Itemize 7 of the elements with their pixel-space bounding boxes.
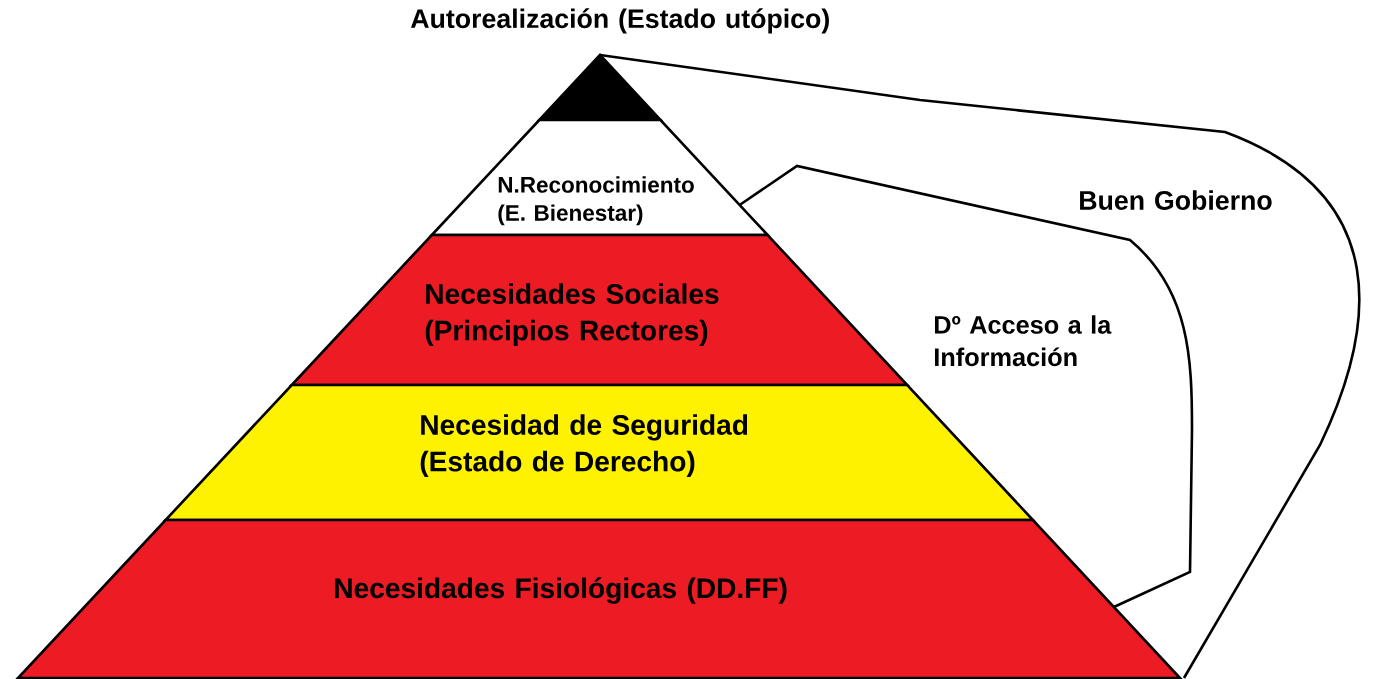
level-label: Necesidades Fisiológicas (DD.FF) [335,577,787,604]
level-label: N.Reconocimiento (E. Bienestar) [498,176,694,226]
level-label: Autorealización (Estado utópico) [410,8,829,34]
bracket-label: Buen Gobierno [1080,190,1272,210]
level-label: Necesidades Sociales (Principios Rectores) [425,283,719,347]
bracket-label: Dº Acceso a la Información [935,315,1112,367]
level-label: Necesidad de Seguridad (Estado de Derecho) [420,414,748,478]
